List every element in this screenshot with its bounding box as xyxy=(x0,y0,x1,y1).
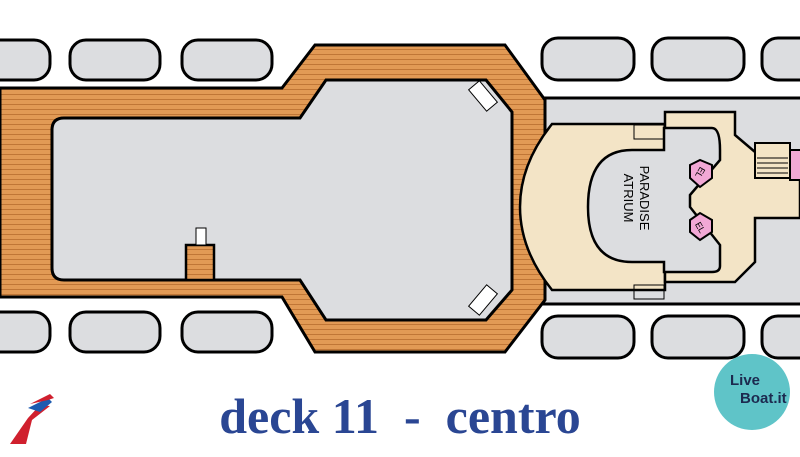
stair-icon xyxy=(467,284,499,316)
stair-icon xyxy=(195,227,207,246)
carnival-logo xyxy=(10,394,54,444)
deck-stair xyxy=(184,243,216,282)
interior-area xyxy=(50,78,514,322)
liveboat-logo: Live Boat.it xyxy=(714,354,790,430)
elevator-bottom-label: EL xyxy=(693,220,707,235)
deck-title: deck 11 - centro xyxy=(219,388,581,444)
elevator-top xyxy=(689,158,713,189)
lifeboats-top xyxy=(0,36,800,82)
stairwell xyxy=(754,142,791,179)
stair-icon xyxy=(467,80,499,112)
atrium-label-line2: ATRIUM xyxy=(621,174,636,223)
svg-text:Boat.it: Boat.it xyxy=(740,390,787,407)
atrium-label-line1: PARADISE xyxy=(637,166,652,231)
elevator-right xyxy=(789,149,800,181)
svg-text:Live: Live xyxy=(730,372,760,389)
elevator-bottom xyxy=(689,211,713,242)
elevator-top-label: EL xyxy=(693,165,707,180)
lifeboats-bottom xyxy=(0,310,800,360)
atrium-well xyxy=(586,126,722,274)
